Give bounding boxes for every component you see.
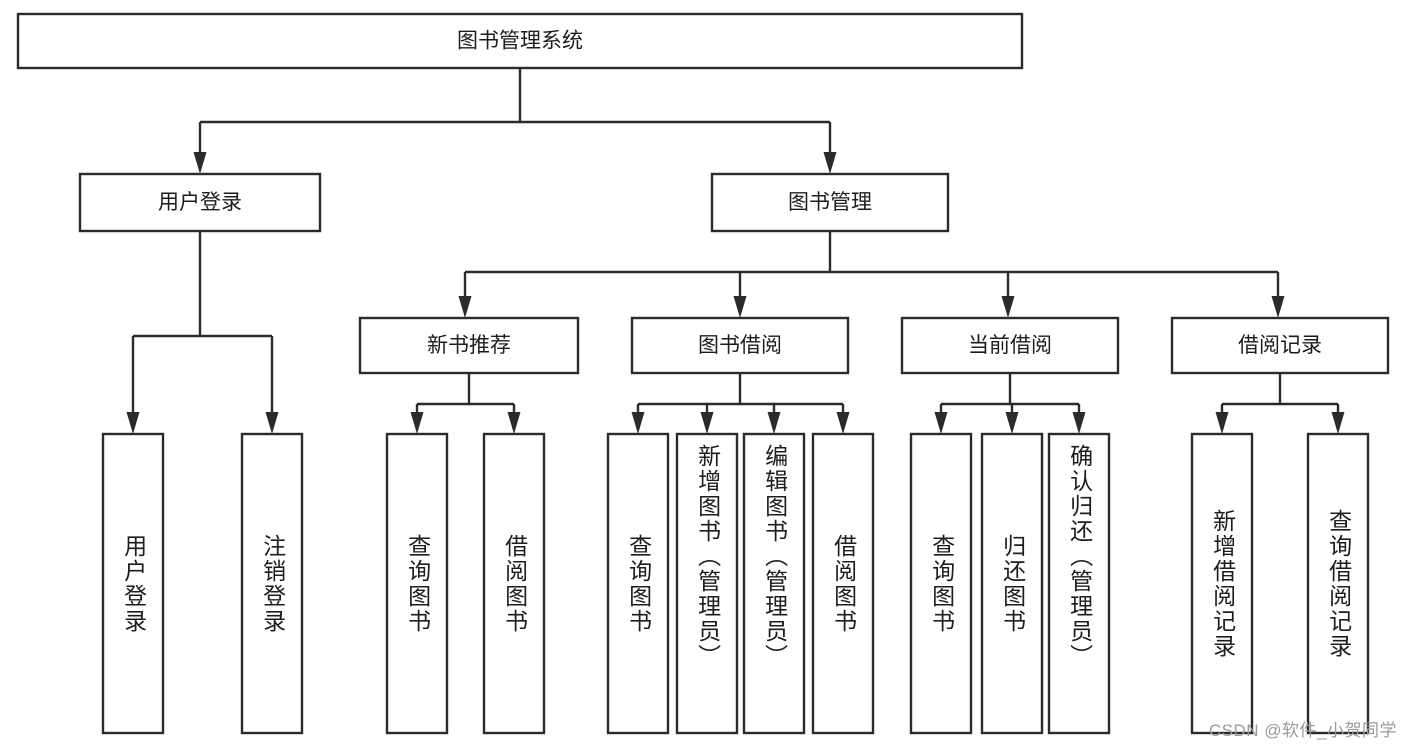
arrow-head-0: [458, 296, 472, 318]
node-box-leaf-add-record[interactable]: [1190, 432, 1254, 735]
arrow-head-0: [1215, 412, 1229, 434]
node-box-leaf-query-record[interactable]: [1306, 432, 1370, 735]
arrow-head-2: [767, 412, 781, 434]
node-box-new-book-recommend[interactable]: [358, 316, 580, 375]
node-box-leaf-user-login[interactable]: [101, 432, 165, 735]
boxes-layer: [16, 12, 1390, 735]
node-box-leaf-user-logout[interactable]: [240, 432, 304, 735]
watermark-text: CSDN @软件_小贺同学: [1208, 721, 1397, 740]
arrow-head-1: [265, 412, 279, 434]
edge-borrowrecord-to-leaves: [1215, 373, 1345, 434]
arrow-head-0: [193, 152, 207, 174]
node-box-leaf-query-book-1[interactable]: [385, 432, 449, 735]
node-box-leaf-borrow-book-2[interactable]: [811, 432, 875, 735]
arrow-head-1: [1005, 412, 1019, 434]
arrow-head-1: [823, 152, 837, 174]
node-box-leaf-confirm-return[interactable]: [1047, 432, 1111, 735]
arrow-head-2: [1072, 412, 1086, 434]
edge-currentborrow-to-leaves: [934, 373, 1086, 434]
node-box-leaf-query-book-2[interactable]: [606, 432, 670, 735]
edge-bookmanage-to-level2: [458, 231, 1285, 318]
node-label-book-manage: 图书管理: [788, 191, 872, 214]
edge-userlogin-to-leaves: [126, 231, 279, 434]
arrow-head-0: [631, 412, 645, 434]
node-box-book-manage[interactable]: [710, 172, 950, 233]
node-label-new-book-recommend: 新书推荐: [427, 334, 511, 357]
node-box-leaf-query-book-3[interactable]: [909, 432, 973, 735]
node-label-book-borrow: 图书借阅: [698, 334, 782, 357]
node-box-book-borrow[interactable]: [630, 316, 850, 375]
arrow-head-3: [1271, 296, 1285, 318]
node-label-current-borrow: 当前借阅: [968, 334, 1052, 357]
node-box-root[interactable]: [16, 12, 1024, 70]
node-box-leaf-edit-book[interactable]: [742, 432, 806, 735]
edge-root-to-level1: [193, 68, 837, 174]
edges-layer: [126, 68, 1345, 434]
node-label-borrow-record: 借阅记录: [1238, 334, 1322, 357]
arrow-head-1: [507, 412, 521, 434]
arrow-head-3: [836, 412, 850, 434]
arrow-head-1: [1331, 412, 1345, 434]
node-box-current-borrow[interactable]: [900, 316, 1120, 375]
arrow-head-2: [1001, 296, 1015, 318]
edge-newbook-to-leaves: [410, 373, 521, 434]
node-box-leaf-borrow-book-1[interactable]: [482, 432, 546, 735]
node-box-leaf-add-book[interactable]: [675, 432, 739, 735]
arrow-head-1: [700, 412, 714, 434]
arrow-head-0: [410, 412, 424, 434]
node-box-borrow-record[interactable]: [1170, 316, 1390, 375]
edge-bookborrow-to-leaves: [631, 373, 850, 434]
arrow-head-1: [733, 296, 747, 318]
node-box-user-login[interactable]: [78, 172, 322, 233]
node-box-leaf-return-book[interactable]: [980, 432, 1044, 735]
arrow-head-0: [126, 412, 140, 434]
node-label-root: 图书管理系统: [457, 30, 583, 53]
node-label-user-login: 用户登录: [158, 191, 242, 214]
arrow-head-0: [934, 412, 948, 434]
